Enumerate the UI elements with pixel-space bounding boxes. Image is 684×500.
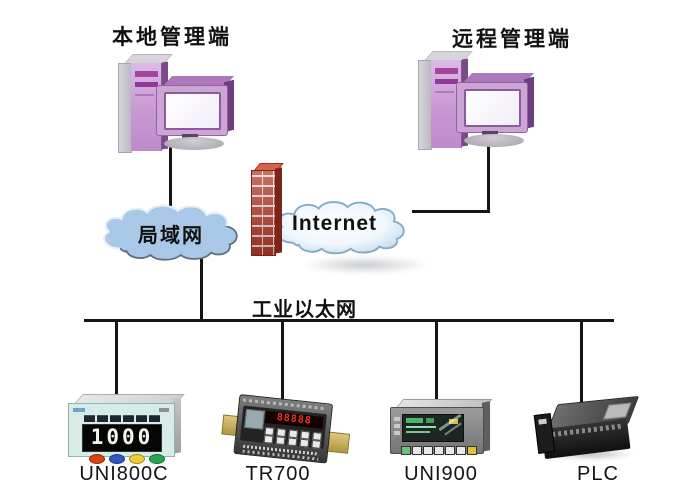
yellow-key [467,446,477,455]
internet-cloud-label: Internet [292,212,378,235]
indicator-led [123,415,134,422]
firewall [249,162,287,256]
lcd-text-line [406,431,430,433]
connector-remote-vertical [487,140,490,213]
monitor-base [464,134,524,147]
monitor-neck [182,134,198,139]
indicator-led [149,415,160,422]
device-body: 88888 [233,394,334,464]
drop-line-uni800c [115,322,118,404]
device-label-uni800c: UNI800C [79,463,169,485]
indicator-led [110,415,121,422]
indicator-led [136,415,147,422]
green-button [149,454,165,464]
drop-line-uni900 [435,322,438,400]
internet-cloud-shadow [300,256,430,274]
device-front-panel: 88888 [239,405,327,450]
device-tr700: 88888 [221,391,351,470]
white-key [434,446,444,455]
keypad-key [299,438,310,448]
tower-drive-bay [135,82,158,87]
tower-left-face [418,60,432,150]
tower-drive-bay [435,68,458,74]
lan-cloud-label: 局域网 [138,225,204,247]
local-manager-computer [112,54,242,154]
internet-cloud [270,182,422,270]
ethernet-bus-label: 工业以太网 [252,299,357,321]
green-key [401,446,411,455]
keypad-key [287,437,298,447]
lcd-text-line [406,426,436,428]
cloud-shape [103,204,238,261]
remote-manager-label: 远程管理端 [452,28,572,51]
remote-manager-computer [412,51,542,151]
top-access-panel [602,402,632,420]
model-mark [159,408,169,412]
cloud-shape [276,201,405,255]
blue-button [109,454,125,464]
label-window [244,408,266,430]
device-front-panel: 1000 [68,403,175,464]
device-label-plc: PLC [577,463,619,485]
white-key [445,446,455,455]
firewall-brick-face [251,170,276,256]
firewall-side-face [275,167,282,254]
module-label [538,418,547,425]
keypad-key [311,439,322,449]
white-key [423,446,433,455]
tower-vent-slot [135,94,154,96]
white-key [412,446,422,455]
ethernet-bus-line [84,319,614,322]
monitor-screen [164,92,221,130]
tower-left-face [118,63,132,153]
side-label [394,431,400,435]
connector-local-to-lan [169,146,172,210]
monitor-screen [464,89,521,127]
lan-cloud [88,199,264,263]
seven-segment-display: 1000 [82,424,162,452]
connector-internet-to-remote [412,210,490,213]
led-display: 88888 [264,410,324,429]
monitor-base [164,137,224,150]
lcd-green-block [406,418,423,423]
device-uni900 [390,399,493,455]
keypad-key [275,436,286,446]
side-label [394,417,400,421]
monitor-neck [482,131,498,136]
keypad-key [263,434,274,444]
indicator-led [84,415,95,422]
device-label-uni900: UNI900 [404,463,478,485]
device-label-tr700: TR700 [245,463,311,485]
red-button [89,454,105,464]
white-key [456,446,466,455]
drop-line-plc [580,322,583,402]
indicator-led [97,415,108,422]
tower-drive-bay [135,71,158,77]
side-label [394,424,400,428]
tower-drive-bay [435,79,458,84]
yellow-button [129,454,145,464]
lcd-screen [402,413,464,442]
device-plc [533,396,642,460]
connector-lan-to-bus [200,252,203,322]
lcd-green-block [426,418,434,423]
tower-vent-slot [435,91,454,93]
device-uni800c: 1000 [68,394,186,464]
device-front-panel [390,407,484,455]
drop-line-tr700 [281,322,284,406]
brand-mark [73,408,85,412]
local-manager-label: 本地管理端 [112,26,232,49]
